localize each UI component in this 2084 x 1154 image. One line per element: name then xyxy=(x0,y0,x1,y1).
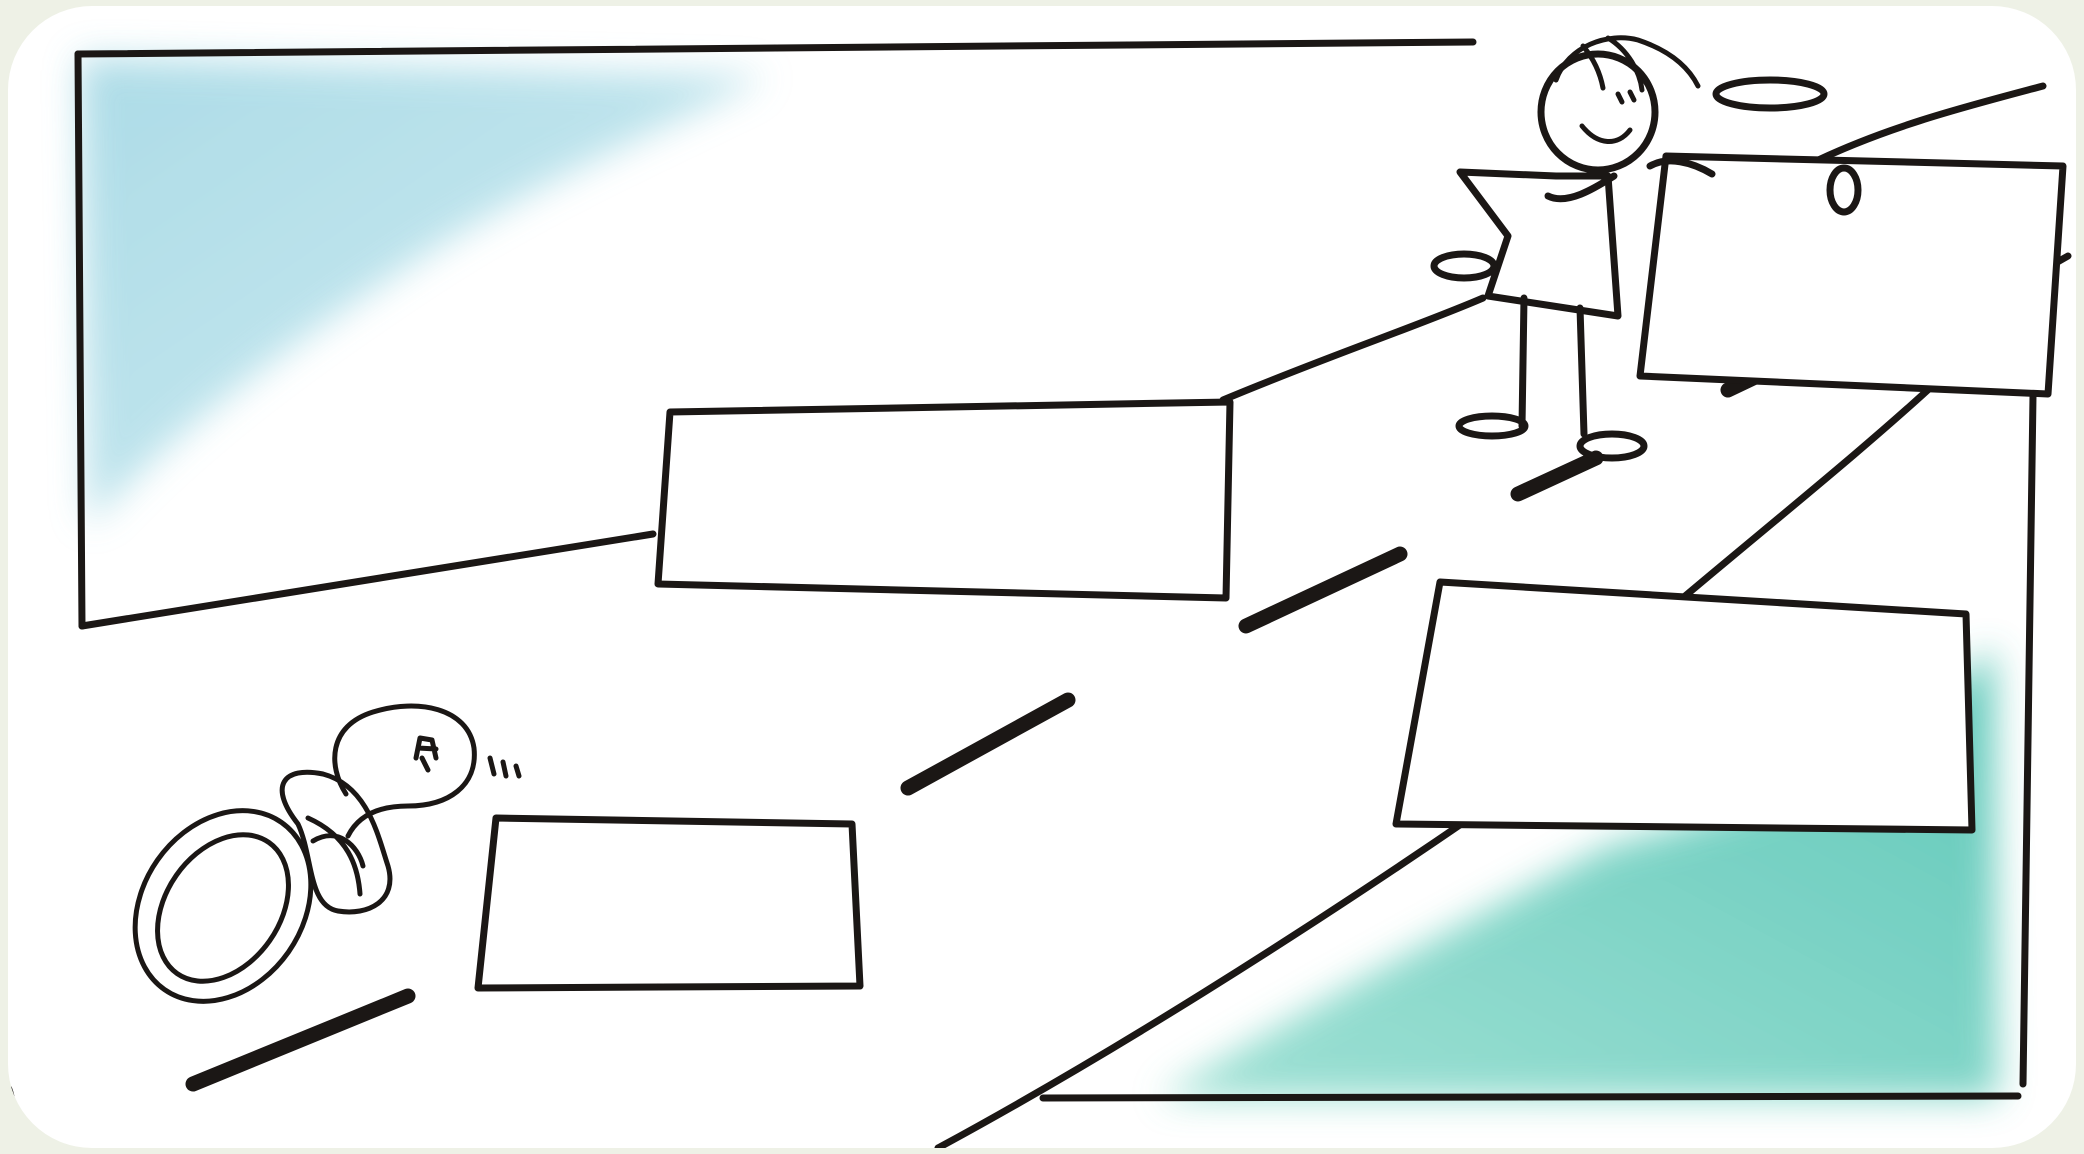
road-dash-1 xyxy=(193,996,408,1084)
road-journey-sketch xyxy=(8,6,2076,1148)
hill-line xyxy=(1810,86,2043,164)
road-dash-2 xyxy=(908,700,1068,788)
signpost-box-4 xyxy=(1640,156,2063,394)
horizon-left xyxy=(82,534,653,626)
illustration-canvas xyxy=(8,6,2076,1148)
frame-bottom-line xyxy=(1043,1096,2018,1098)
edge-mark xyxy=(8,1084,20,1118)
signpost-box-2 xyxy=(1396,582,1972,830)
pacifier-icon xyxy=(99,706,519,1035)
signpost-box-1 xyxy=(658,402,1230,598)
road-dash-4 xyxy=(1518,458,1596,494)
frame-left-line xyxy=(78,54,82,626)
frame-right-line xyxy=(2023,396,2033,1084)
road-right-edge xyxy=(1678,376,1943,602)
signpost-box-3 xyxy=(478,818,860,988)
frame-top-line xyxy=(78,42,1473,54)
road-upper-edge xyxy=(1223,298,1483,400)
road-dash-3 xyxy=(1246,554,1400,626)
